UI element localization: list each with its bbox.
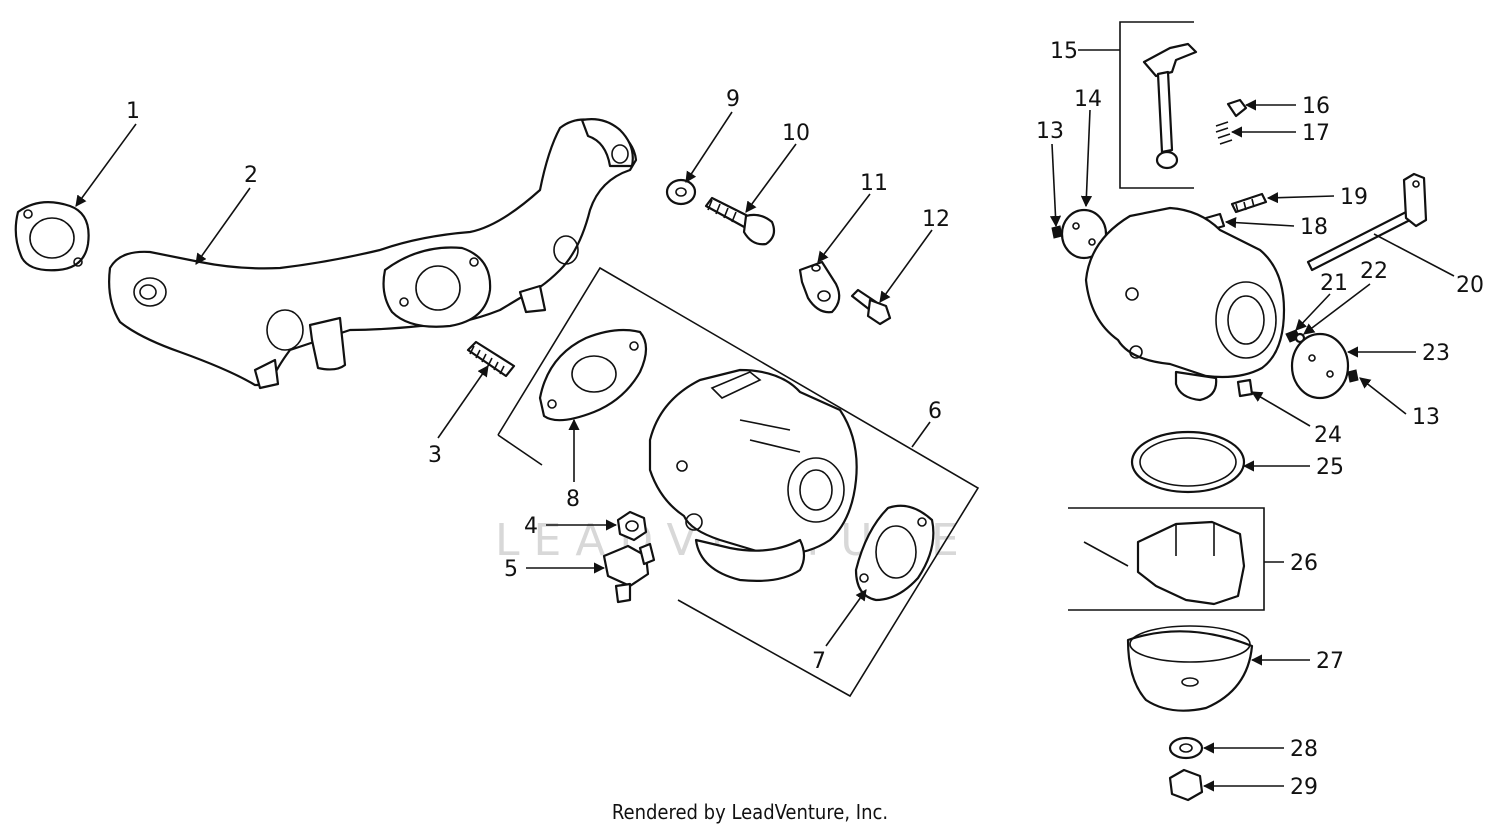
callout-16: 16 bbox=[1302, 94, 1330, 119]
part-16-screw bbox=[1226, 98, 1248, 118]
callout-4: 4 bbox=[524, 514, 538, 539]
callout-24: 24 bbox=[1314, 423, 1342, 448]
part-13-screw-right bbox=[1347, 369, 1359, 383]
callout-23: 23 bbox=[1422, 341, 1450, 366]
part-20-choke-shaft bbox=[1306, 172, 1428, 272]
part-29-bowl-nut bbox=[1168, 768, 1204, 802]
part-9-washer bbox=[665, 178, 697, 206]
callout-25: 25 bbox=[1316, 455, 1344, 480]
part-13-screw-left bbox=[1051, 225, 1063, 239]
callout-12: 12 bbox=[922, 207, 950, 232]
part-6-carburetor bbox=[648, 368, 858, 582]
part-19-screw bbox=[1230, 192, 1268, 214]
callout-17: 17 bbox=[1302, 121, 1330, 146]
callout-3: 3 bbox=[428, 443, 442, 468]
callout-1: 1 bbox=[126, 99, 140, 124]
callout-11: 11 bbox=[860, 171, 888, 196]
part-4-nut bbox=[616, 510, 648, 542]
part-7-gasket bbox=[854, 504, 935, 602]
callout-10: 10 bbox=[782, 121, 810, 146]
part-2-intake-manifold bbox=[108, 118, 638, 390]
part-11-bracket bbox=[798, 260, 841, 314]
part-8-gasket bbox=[538, 328, 648, 422]
callout-15: 15 bbox=[1050, 39, 1078, 64]
part-1-gasket bbox=[14, 201, 90, 272]
callout-5: 5 bbox=[504, 557, 518, 582]
callout-13-right: 13 bbox=[1412, 405, 1440, 430]
part-28-washer bbox=[1168, 736, 1204, 760]
callout-9: 9 bbox=[726, 87, 740, 112]
part-5-fitting bbox=[602, 542, 656, 604]
callout-7: 7 bbox=[812, 649, 826, 674]
part-25-o-ring bbox=[1130, 430, 1246, 494]
callout-19: 19 bbox=[1340, 185, 1368, 210]
callout-labels: 1 2 3 4 5 6 7 8 9 10 11 12 13 14 15 16 1… bbox=[126, 39, 1484, 800]
leader-lines bbox=[75, 49, 1455, 792]
callout-13-left: 13 bbox=[1036, 119, 1064, 144]
callout-8: 8 bbox=[566, 487, 580, 512]
callout-18: 18 bbox=[1300, 215, 1328, 240]
callout-14: 14 bbox=[1074, 87, 1102, 112]
part-3-stud bbox=[466, 340, 516, 378]
callout-6: 6 bbox=[928, 399, 942, 424]
part-26-group-box bbox=[1068, 507, 1265, 611]
callout-27: 27 bbox=[1316, 649, 1344, 674]
callout-28: 28 bbox=[1290, 737, 1318, 762]
callout-2: 2 bbox=[244, 163, 258, 188]
callout-20: 20 bbox=[1456, 273, 1484, 298]
part-26-float bbox=[1083, 520, 1246, 606]
part-15-group-box bbox=[1119, 21, 1194, 189]
callout-26: 26 bbox=[1290, 551, 1318, 576]
carburetor-body-right bbox=[1084, 206, 1286, 402]
callout-22: 22 bbox=[1360, 259, 1388, 284]
part-24-plug bbox=[1236, 378, 1254, 398]
part-6-box-tail bbox=[497, 434, 543, 466]
footer-credit: Rendered by LeadVenture, Inc. bbox=[611, 800, 889, 824]
part-6-group-box bbox=[497, 266, 980, 698]
part-23-choke-plate bbox=[1290, 332, 1350, 400]
part-12-screw bbox=[850, 288, 892, 326]
part-10-bolt bbox=[704, 196, 776, 246]
part-15-throttle-shaft bbox=[1142, 42, 1198, 170]
callout-21: 21 bbox=[1320, 271, 1348, 296]
part-17-spring bbox=[1215, 121, 1233, 145]
part-27-float-bowl bbox=[1126, 625, 1254, 712]
callout-29: 29 bbox=[1290, 775, 1318, 800]
